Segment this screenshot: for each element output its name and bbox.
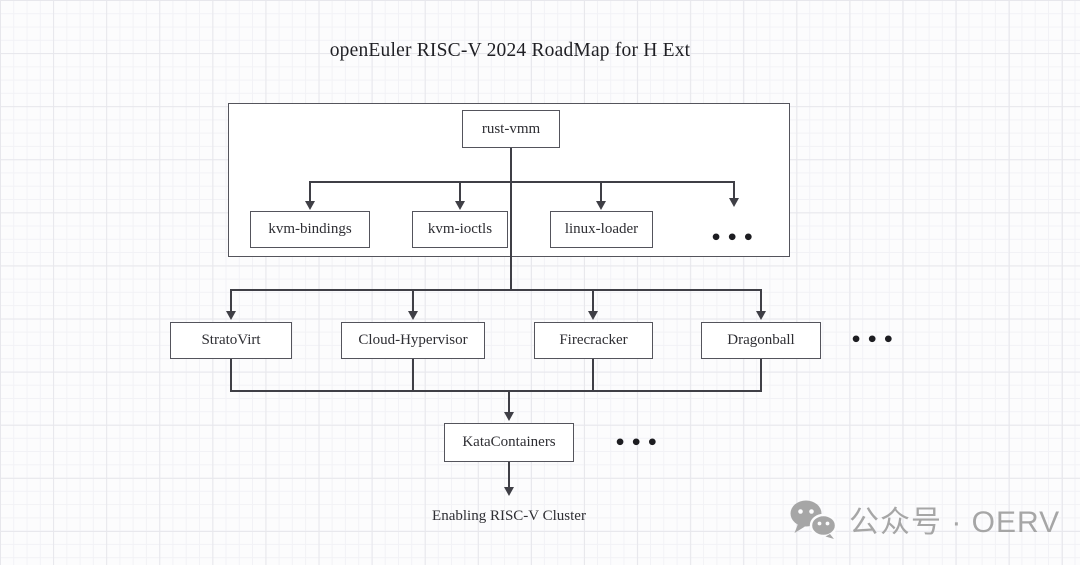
connector-line — [230, 289, 232, 312]
node-rust-vmm: rust-vmm — [462, 110, 560, 148]
connector-line — [733, 181, 735, 199]
connector-line — [412, 289, 414, 312]
arrowhead-icon — [504, 412, 514, 421]
connector-line — [309, 181, 311, 202]
node-stratovirt: StratoVirt — [170, 322, 292, 359]
node-label: Cloud-Hypervisor — [358, 332, 468, 348]
page-title: openEuler RISC-V 2024 RoadMap for H Ext — [329, 40, 691, 61]
arrowhead-icon — [226, 311, 236, 320]
watermark: 公众号 · OERV — [789, 497, 1060, 541]
node-kvm-ioctls: kvm-ioctls — [412, 211, 508, 248]
connector-line — [230, 359, 232, 392]
connector-line — [508, 462, 510, 488]
connector-line — [230, 390, 762, 392]
connector-line — [230, 289, 762, 291]
connector-line — [592, 359, 594, 392]
ellipsis-icon: ••• — [614, 432, 663, 454]
node-katacontainers: KataContainers — [444, 423, 574, 462]
node-linux-loader: linux-loader — [550, 211, 653, 248]
ellipsis-icon: ••• — [850, 329, 899, 351]
connector-line — [600, 181, 602, 202]
connector-line — [592, 289, 594, 312]
node-label: KataContainers — [462, 434, 556, 450]
arrowhead-icon — [596, 201, 606, 210]
arrowhead-icon — [455, 201, 465, 210]
connector-line — [309, 181, 735, 183]
node-label: kvm-ioctls — [427, 221, 493, 237]
watermark-text: 公众号 · OERV — [849, 506, 1061, 539]
node-firecracker: Firecracker — [534, 322, 653, 359]
arrowhead-icon — [408, 311, 418, 320]
arrowhead-icon — [588, 311, 598, 320]
node-cloud-hypervisor: Cloud-Hypervisor — [341, 322, 485, 359]
outcome-text: Enabling RISC-V Cluster — [432, 508, 586, 524]
node-kvm-bindings: kvm-bindings — [250, 211, 370, 248]
arrowhead-icon — [756, 311, 766, 320]
connector-line — [510, 181, 512, 291]
arrowhead-icon — [729, 198, 739, 207]
node-label: Firecracker — [559, 332, 628, 348]
node-label: rust-vmm — [481, 120, 541, 137]
arrowhead-icon — [305, 201, 315, 210]
connector-line — [760, 289, 762, 312]
connector-line — [510, 148, 512, 182]
node-label: kvm-bindings — [268, 221, 352, 237]
connector-line — [508, 390, 510, 413]
connector-line — [760, 359, 762, 392]
connector-line — [459, 181, 461, 202]
node-label: StratoVirt — [201, 332, 261, 348]
wechat-icon — [790, 500, 838, 539]
node-dragonball: Dragonball — [701, 322, 821, 359]
ellipsis-icon: ••• — [710, 227, 759, 249]
node-label: Dragonball — [727, 332, 795, 348]
connector-line — [412, 359, 414, 392]
node-label: linux-loader — [564, 221, 639, 237]
arrowhead-icon — [504, 487, 514, 496]
